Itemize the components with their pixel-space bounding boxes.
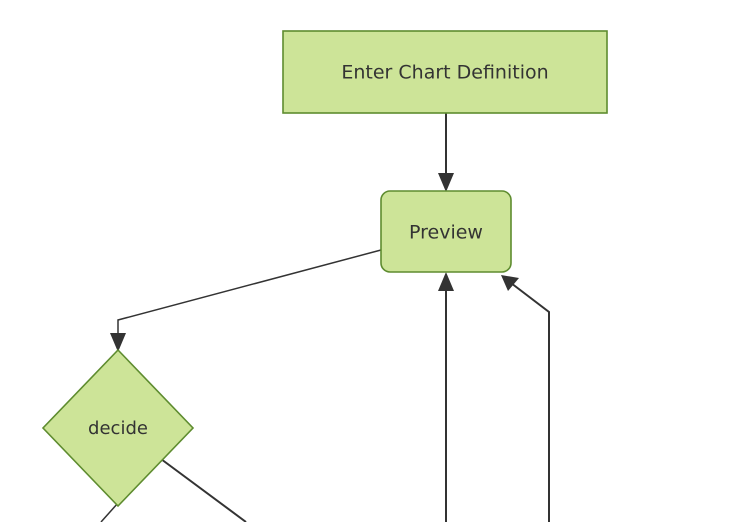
edge-line bbox=[160, 458, 247, 522]
node-rounded-rectangle[interactable] bbox=[380, 190, 512, 273]
edge-line bbox=[510, 282, 550, 522]
arrow-head-icon bbox=[110, 333, 126, 352]
edge-line bbox=[100, 502, 119, 522]
edge-line bbox=[117, 249, 382, 341]
node-label-preview: Preview bbox=[409, 222, 483, 244]
arrow-head-icon bbox=[501, 275, 519, 291]
edge-enter-to-preview bbox=[438, 113, 454, 192]
arrow-head-icon bbox=[438, 272, 454, 291]
node-decide[interactable]: decide bbox=[41, 348, 195, 508]
edge-decide-down-left bbox=[100, 502, 119, 522]
edge-bottom-center-to-preview bbox=[438, 272, 454, 522]
node-preview[interactable]: Preview bbox=[380, 190, 512, 273]
node-diamond[interactable] bbox=[41, 348, 195, 508]
edge-decide-down-right bbox=[160, 458, 247, 522]
edge-bottom-right-to-preview bbox=[501, 275, 550, 522]
node-label-decide: decide bbox=[88, 418, 148, 439]
arrow-head-icon bbox=[438, 173, 454, 192]
node-label-enter-chart-definition: Enter Chart Definition bbox=[341, 62, 548, 84]
node-rectangle[interactable] bbox=[282, 30, 608, 114]
node-enter-chart-definition[interactable]: Enter Chart Definition bbox=[282, 30, 608, 114]
edge-preview-to-decide bbox=[110, 249, 382, 352]
